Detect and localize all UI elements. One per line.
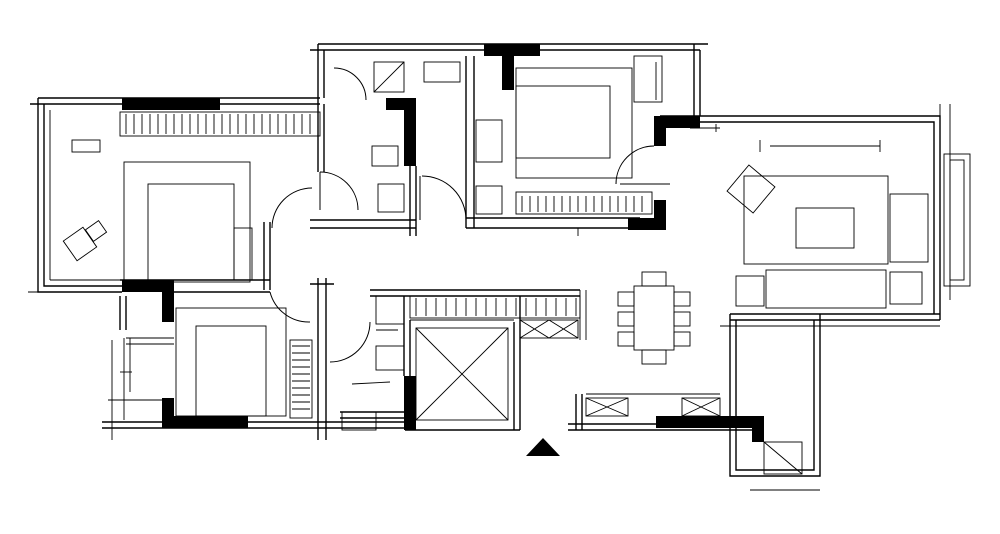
desk	[71, 139, 101, 153]
dining-table-icon	[617, 271, 691, 365]
window	[943, 153, 971, 287]
door-arc	[421, 175, 467, 221]
double-bed-icon	[123, 161, 253, 283]
cross-box-icon	[415, 327, 509, 421]
door-arc	[333, 67, 367, 101]
triangle-up-icon	[526, 438, 560, 456]
cross-box-icon	[519, 319, 579, 339]
sofa-set-icon	[726, 140, 929, 309]
solid-columns	[122, 44, 764, 442]
door-arc	[271, 187, 313, 229]
cross-box-icon	[585, 393, 721, 417]
wardrobes	[119, 111, 653, 419]
double-bed-icon	[175, 307, 287, 417]
doors	[269, 67, 655, 363]
bath-fixtures	[341, 55, 663, 431]
cross-box-icon	[763, 441, 803, 475]
door-arc	[319, 171, 359, 211]
double-bed-icon	[515, 67, 633, 179]
construction-lines	[120, 62, 720, 373]
door-arc	[269, 291, 311, 323]
outer-walls	[28, 43, 951, 491]
door-arc	[329, 321, 371, 363]
door-arc	[615, 145, 655, 185]
chair-icon	[62, 220, 108, 262]
